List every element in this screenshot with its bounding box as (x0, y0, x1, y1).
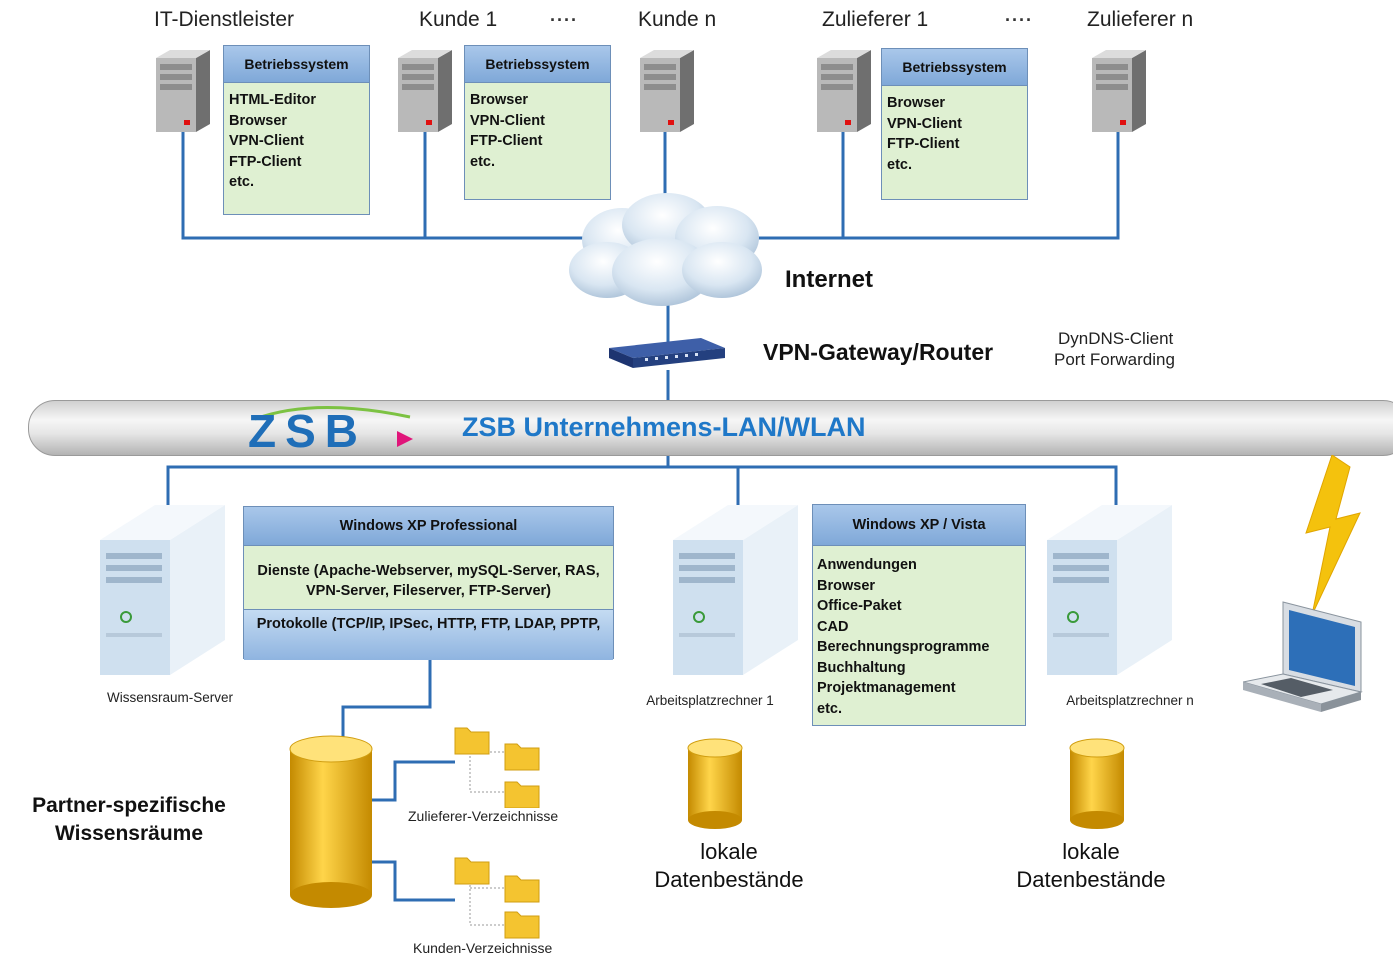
workstation-n-caption: Arbeitsplatzrechner n (1066, 693, 1194, 708)
node-label-supplier-n: Zulieferer n (1087, 8, 1194, 31)
os-box-item: FTP-Client (229, 153, 302, 170)
node-label-customer-n: Kunde n (638, 8, 717, 31)
local-storage-icon (687, 738, 743, 829)
wireless-lightning-icon (1305, 455, 1361, 615)
os-box-item: HTML-Editor (229, 92, 316, 108)
workstation-os-box: Windows XP / Vista Anwendungen Browser O… (812, 504, 1026, 726)
workstation-app-item: etc. (817, 700, 842, 717)
customer-folders-label: Kunden-Verzeichnisse (413, 940, 553, 956)
gateway-note-dyndns: DynDNS-Client (1058, 329, 1174, 348)
ellipsis-customers: ···· (550, 10, 578, 30)
workstation-app-item: Browser (817, 577, 876, 594)
os-box-customer: Betriebssystem Browser VPN-Client FTP-Cl… (464, 45, 611, 200)
server-os-box: Windows XP Professional Dienste (Apache-… (243, 506, 614, 660)
zsb-logo-swoosh (254, 405, 413, 447)
os-box-title: Betriebssystem (224, 46, 369, 83)
workstation-icon (1047, 505, 1172, 675)
knowledge-title: Partner-spezifische Wissensräume (32, 794, 226, 845)
server-caption: Wissensraum-Server (106, 690, 234, 705)
os-box-item: etc. (470, 153, 495, 170)
os-box-supplier: Betriebssystem Browser VPN-Client FTP-Cl… (881, 48, 1028, 200)
os-box-item: Browser (887, 95, 946, 111)
workstation-1-caption: Arbeitsplatzrechner 1 (646, 693, 774, 708)
server-tower-icon (640, 50, 694, 132)
gateway-note-port-forwarding: Port Forwarding (1054, 350, 1175, 369)
node-label-customer-1: Kunde 1 (419, 8, 498, 31)
os-box-item: FTP-Client (470, 133, 543, 149)
workstation-icon (673, 505, 798, 675)
server-protocols: Protokolle (TCP/IP, IPSec, HTTP, FTP, LD… (244, 610, 613, 660)
os-box-it-provider: Betriebssystem HTML-Editor Browser VPN-C… (223, 45, 370, 215)
gateway-label: VPN-Gateway/Router (763, 339, 994, 365)
node-label-it-provider: IT-Dienstleister (154, 8, 295, 31)
ellipsis-suppliers: ···· (1005, 10, 1033, 30)
node-label-supplier-1: Zulieferer 1 (822, 8, 929, 31)
supplier-folders-label: Zulieferer-Verzeichnisse (408, 808, 559, 824)
knowledge-server-icon (100, 505, 225, 675)
knowledge-database-icon (289, 735, 373, 908)
server-tower-icon (817, 50, 871, 132)
workstation-app-item: Office-Paket (817, 598, 902, 614)
workstation-app-item: Anwendungen (817, 557, 917, 573)
os-box-item: etc. (229, 174, 254, 190)
internet-cloud-icon (569, 193, 762, 306)
os-box-title: Betriebssystem (882, 49, 1027, 86)
os-box-item: Browser (470, 92, 529, 108)
local-storage-label-1: lokale Datenbestände (654, 839, 804, 892)
server-tower-icon (156, 50, 210, 132)
internet-label: Internet (785, 266, 874, 293)
server-services: Dienste (Apache-Webserver, mySQL-Server,… (244, 546, 613, 610)
workstation-app-item: Berechnungsprogramme (817, 639, 990, 655)
local-storage-label-n: lokale Datenbestände (1016, 839, 1166, 892)
os-box-item: VPN-Client (887, 115, 962, 132)
server-tower-icon (398, 50, 452, 132)
workstation-app-item: CAD (817, 618, 849, 635)
server-tower-icon (1092, 50, 1146, 132)
workstation-app-item: Buchhaltung (817, 659, 906, 676)
router-icon (609, 338, 725, 368)
os-box-title: Betriebssystem (465, 46, 610, 83)
lan-label: ZSB Unternehmens-LAN/WLAN (462, 412, 866, 442)
workstation-os-title: Windows XP / Vista (813, 505, 1025, 546)
laptop-icon (1243, 601, 1363, 712)
os-box-item: etc. (887, 156, 912, 173)
server-os-title: Windows XP Professional (244, 507, 613, 546)
local-storage-icon (1069, 738, 1125, 829)
os-box-item: VPN-Client (229, 133, 304, 149)
workstation-app-item: Projektmanagement (817, 680, 956, 696)
os-box-item: FTP-Client (887, 136, 960, 152)
zsb-logo: ZSB (248, 405, 367, 457)
lan-backbone (28, 400, 1393, 456)
customer-folders-icon (454, 857, 540, 939)
os-box-item: Browser (229, 112, 288, 129)
os-box-item: VPN-Client (470, 112, 545, 129)
supplier-folders-icon (454, 727, 540, 808)
